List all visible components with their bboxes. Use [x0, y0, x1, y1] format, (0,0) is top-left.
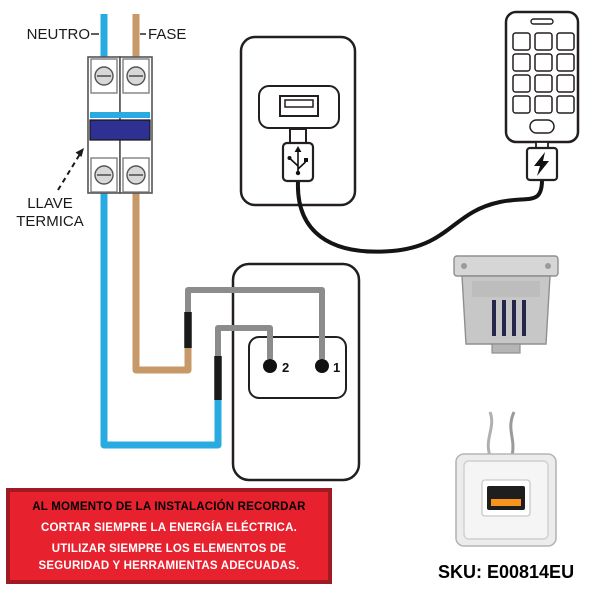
phone-keypad [512, 32, 575, 114]
screw-icon [461, 263, 467, 269]
vent-slot [492, 300, 496, 336]
phone-key [534, 32, 553, 51]
breaker-callout: LLAVE TERMICA [16, 148, 84, 230]
phone-key [512, 95, 531, 114]
breaker-label-line1: LLAVE [27, 195, 73, 212]
usb-plug-metal-tip [289, 128, 307, 144]
phone-key [512, 53, 531, 72]
terminal-1-screw [315, 359, 329, 373]
smartphone [504, 10, 580, 182]
terminal-2-screw [263, 359, 277, 373]
sku-text: SKU: E00814EU [438, 562, 574, 582]
vent-slot [522, 300, 526, 336]
phone-key [556, 53, 575, 72]
charging-cable [295, 178, 544, 254]
phone-home-button [529, 119, 555, 134]
phone-key [534, 95, 553, 114]
phone-key [556, 74, 575, 93]
usb-module-front-photo [455, 411, 557, 547]
fase-label: FASE [148, 26, 186, 43]
warning-box: AL MOMENTO DE LA INSTALACIÓN RECORDAR CO… [6, 488, 332, 584]
screw-icon [545, 263, 551, 269]
supply-wires [100, 14, 325, 449]
module-lead-wire [509, 411, 516, 457]
fase-wire-run [132, 190, 192, 374]
warning-panel [6, 488, 332, 584]
wire-labels: NEUTRO FASE [27, 26, 187, 43]
phone-key [534, 74, 553, 93]
terminal-screws: 2 1 [263, 359, 340, 375]
warning-line-4: SEGURIDAD Y HERRAMIENTAS ADECUADAS. [39, 560, 300, 572]
phone-speaker [530, 18, 554, 25]
breaker-stripe [90, 112, 150, 118]
lightning-bolt-icon [534, 152, 549, 176]
gray-lead-terminal-1 [185, 287, 325, 359]
module-vent-slots [492, 300, 526, 336]
usb-plug [281, 128, 315, 183]
usb-port-contact-icon [284, 99, 314, 108]
breaker-toggle [89, 119, 151, 141]
phone-key [556, 32, 575, 51]
usb-port-tongue [491, 499, 521, 506]
usb-port-icon [279, 95, 319, 117]
usb-port-opening [487, 486, 525, 510]
rear-wallbox-plate [231, 262, 361, 482]
neutro-label: NEUTRO [27, 26, 90, 43]
phone-key [556, 95, 575, 114]
warning-line-3: UTILIZAR SIEMPRE LOS ELEMENTOS DE [52, 543, 287, 555]
vent-slot [502, 300, 506, 336]
breaker-screws [94, 66, 146, 185]
arrowhead-icon [75, 148, 84, 157]
usb-outlet-faceplate [239, 35, 357, 207]
warning-line-1: AL MOMENTO DE LA INSTALACIÓN RECORDAR [32, 500, 306, 513]
vent-slot [512, 300, 516, 336]
phone-key [512, 32, 531, 51]
phone-charge-connector [525, 141, 559, 182]
module-top-flange [453, 255, 559, 277]
module-lead-wire [486, 411, 494, 457]
terminal-2-label: 2 [282, 360, 289, 375]
usb-trident-icon [287, 146, 308, 176]
warning-line-2: CORTAR SIEMPRE LA ENERGÍA ELÉCTRICA. [41, 521, 297, 534]
breaker-label-line2: TERMICA [16, 213, 84, 230]
phone-key [534, 53, 553, 72]
module-rear-shading [472, 281, 540, 297]
phone-key [512, 74, 531, 93]
module-bottom-tab [491, 343, 521, 354]
terminal-1-label: 1 [333, 360, 340, 375]
dashed-arrow-line [57, 153, 81, 191]
circuit-breaker [87, 56, 153, 194]
neutro-wire-run [100, 190, 222, 449]
usb-module-rear-photo [453, 255, 559, 354]
